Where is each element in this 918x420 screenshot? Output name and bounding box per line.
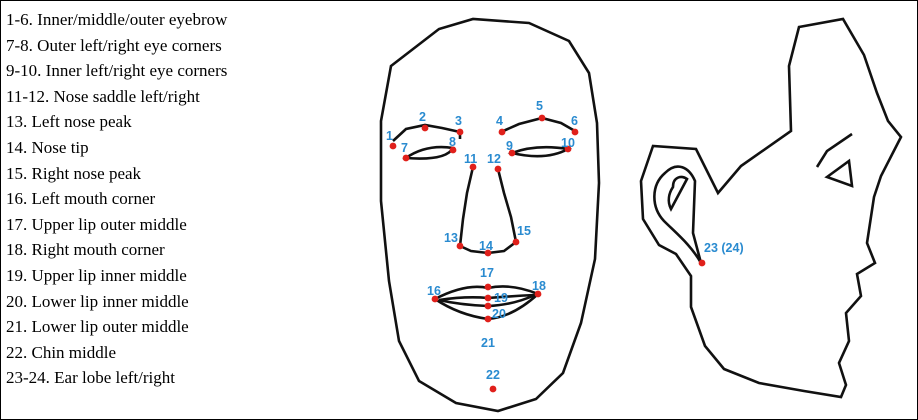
landmark-label-23-24: 23 (24) (704, 241, 744, 255)
landmark-dot-1 (390, 143, 397, 150)
landmark-label-13: 13 (444, 231, 458, 245)
left-eye (406, 147, 453, 158)
landmark-label-16: 16 (427, 284, 441, 298)
landmark-dot-5 (539, 115, 546, 122)
profile-face-outline (641, 19, 901, 397)
landmark-label-18: 18 (532, 279, 546, 293)
landmark-dot-7 (403, 155, 410, 162)
landmark-label-17: 17 (480, 266, 494, 280)
landmark-dot-3 (457, 129, 464, 136)
landmark-label-1: 1 (386, 129, 393, 143)
landmark-labels: 1 2 3 4 5 6 7 8 9 10 11 12 13 14 15 16 1… (386, 99, 744, 382)
landmark-label-22: 22 (486, 368, 500, 382)
landmark-label-9: 9 (506, 139, 513, 153)
landmark-dot-22 (490, 386, 497, 393)
landmark-label-14: 14 (479, 239, 493, 253)
landmark-label-2: 2 (419, 110, 426, 124)
landmark-dot-2 (422, 125, 429, 132)
landmark-dot-15 (513, 239, 520, 246)
landmark-dot-4 (499, 129, 506, 136)
landmark-label-5: 5 (536, 99, 543, 113)
landmark-dot-21 (485, 316, 492, 323)
landmark-label-3: 3 (455, 114, 462, 128)
landmark-dot-19 (485, 295, 492, 302)
landmark-label-11: 11 (464, 152, 477, 166)
frontal-face-outline (381, 19, 599, 411)
landmark-label-19: 19 (494, 291, 508, 305)
landmark-label-10: 10 (561, 136, 575, 150)
landmark-label-21: 21 (481, 336, 495, 350)
landmark-dot-23 (699, 260, 706, 267)
landmark-label-15: 15 (517, 224, 531, 238)
landmark-dot-17 (485, 284, 492, 291)
landmark-label-4: 4 (496, 114, 503, 128)
landmark-dot-20 (485, 303, 492, 310)
landmark-dot-12 (495, 166, 502, 173)
right-eyebrow (501, 118, 575, 132)
landmark-dot-6 (572, 129, 579, 136)
landmark-label-6: 6 (571, 114, 578, 128)
landmark-label-12: 12 (487, 152, 501, 166)
landmark-label-7: 7 (401, 141, 408, 155)
landmark-label-20: 20 (492, 307, 506, 321)
landmark-label-8: 8 (449, 135, 456, 149)
right-eye (512, 147, 568, 156)
profile-ear (654, 167, 701, 263)
profile-eye (827, 161, 852, 186)
profile-ear-inner (669, 177, 687, 209)
